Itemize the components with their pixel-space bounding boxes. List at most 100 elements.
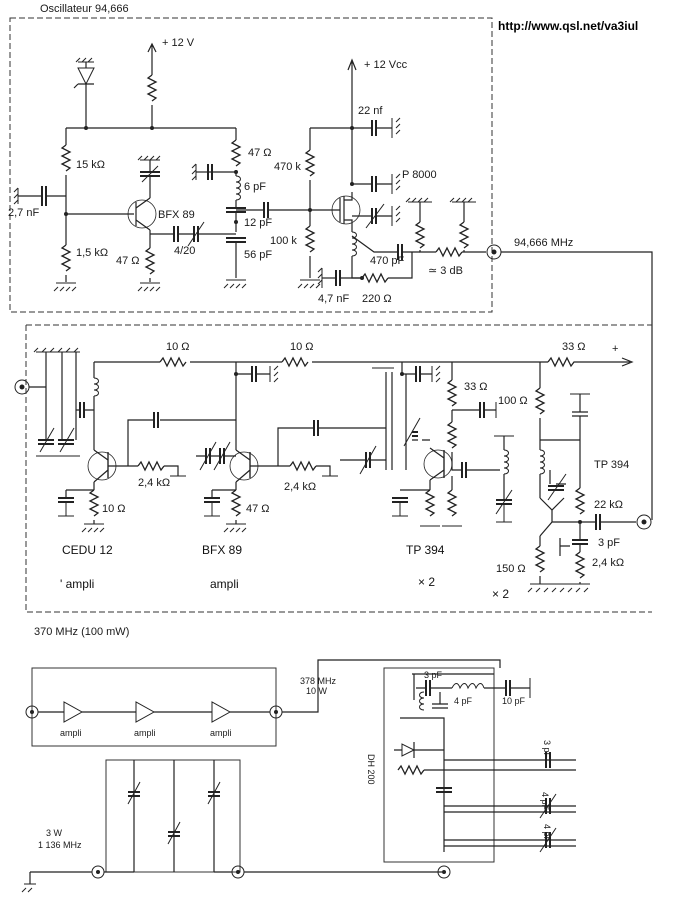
stage2-transistor-label: BFX 89 bbox=[202, 543, 242, 557]
attenuator-shunt-right bbox=[458, 221, 470, 249]
resistor-33 bbox=[446, 379, 458, 407]
resistor-stage3-emitter bbox=[424, 489, 436, 517]
stage1-coil-icon bbox=[93, 377, 99, 397]
r33-top-label: 33 Ω bbox=[562, 341, 586, 353]
resistor-100k bbox=[304, 225, 316, 253]
tripler-output-connector-icon bbox=[437, 865, 451, 879]
amplifier-chain-box bbox=[31, 667, 277, 747]
resistor-150 bbox=[534, 545, 546, 573]
c12p-label: 12 pF bbox=[244, 217, 272, 229]
amplifier-section: ampli ampli ampli 378 MHz 10 W bbox=[25, 659, 501, 747]
fet-p8000-label: P 8000 bbox=[402, 169, 437, 181]
zener-diode-icon bbox=[77, 67, 95, 86]
c22n-label: 22 nf bbox=[358, 105, 383, 117]
attenuator-shunt-left bbox=[414, 221, 426, 249]
tripler-section: 3 pF 10 pF 4 pF DH 200 3 pF 4 pF 4 pF bbox=[366, 667, 576, 879]
r10a-label: 10 Ω bbox=[166, 341, 190, 353]
c470p-label: 470 pF bbox=[370, 255, 405, 267]
r47e-label: 47 Ω bbox=[246, 503, 270, 515]
cavity-box bbox=[105, 759, 241, 873]
input-1136-label: 1 136 MHz bbox=[38, 840, 82, 850]
resistor-top bbox=[146, 74, 158, 102]
multiplier-boundary bbox=[25, 324, 652, 613]
oscillator-section: + 12 V 15 kΩ 2,7 nF 1,5 kΩ B bbox=[8, 17, 502, 313]
resistor-10-a bbox=[159, 356, 187, 368]
transistor-bfx89-icon bbox=[127, 199, 157, 229]
tripler-bias-resistor bbox=[397, 764, 425, 776]
resistor-2-4k-right bbox=[574, 551, 586, 579]
c56p-label: 56 pF bbox=[244, 249, 272, 261]
resistor-47-top bbox=[230, 139, 242, 167]
fet-p8000-icon bbox=[331, 195, 361, 225]
amp1-label: ampli bbox=[60, 728, 82, 738]
c10p-label: 10 pF bbox=[502, 696, 526, 706]
resistor-10-b bbox=[281, 356, 309, 368]
resistor-33-top bbox=[547, 356, 582, 368]
stage3-transistor-label: TP 394 bbox=[406, 543, 445, 557]
tripler-coil-2-icon bbox=[451, 683, 485, 690]
stage3-tank-coil-icon bbox=[503, 449, 509, 475]
stage4-multiplier-label: × 2 bbox=[492, 587, 509, 601]
transistor-bfx89-label: BFX 89 bbox=[158, 209, 195, 221]
fet-coil-icon bbox=[351, 231, 357, 257]
c4p-label: 4 pF bbox=[454, 696, 473, 706]
c4-7n-label: 4,7 nF bbox=[318, 293, 349, 305]
oscillator-boundary bbox=[9, 17, 493, 313]
stage1-role-label: ' ampli bbox=[60, 577, 94, 591]
amplifier-1-icon bbox=[63, 701, 84, 723]
r150-label: 150 Ω bbox=[496, 563, 526, 575]
c2-7n-label: 2,7 nF bbox=[8, 207, 39, 219]
r2-4k-a-label: 2,4 kΩ bbox=[138, 477, 170, 489]
link-osc-to-multiplier bbox=[501, 251, 653, 520]
r2-4k-right-label: 2,4 kΩ bbox=[592, 557, 624, 569]
attenuator-series bbox=[435, 246, 463, 258]
resistor-220 bbox=[361, 272, 389, 284]
resistor-10-emitter bbox=[88, 489, 100, 517]
r100-label: 100 Ω bbox=[498, 395, 528, 407]
section-370mhz-label: 370 MHz (100 mW) bbox=[34, 626, 129, 638]
resistor-1-5k bbox=[60, 244, 72, 272]
c3p-top-label: 3 pF bbox=[424, 670, 443, 680]
pwr-10w-label: 10 W bbox=[306, 686, 328, 696]
r15k-label: 15 kΩ bbox=[76, 159, 105, 171]
amplifier-3-icon bbox=[211, 701, 232, 723]
tripler-coil-1-icon bbox=[419, 691, 425, 711]
r220-label: 220 Ω bbox=[362, 293, 392, 305]
amplifier-2-icon bbox=[135, 701, 156, 723]
c4p-r2-label: 4 pF bbox=[542, 824, 552, 843]
resistor-stage3-bottom bbox=[446, 489, 458, 517]
stage2-role-label: ampli bbox=[210, 577, 239, 591]
resistor-470k bbox=[304, 149, 316, 177]
cavity-section: 3 W 1 136 MHz bbox=[21, 759, 442, 893]
r10b-label: 10 Ω bbox=[290, 341, 314, 353]
r100k-label: 100 k bbox=[270, 235, 297, 247]
stage1-transistor-label: CEDU 12 bbox=[62, 543, 113, 557]
rail-plus-label: + bbox=[612, 343, 618, 355]
r10e-label: 10 Ω bbox=[102, 503, 126, 515]
c4p-r1-label: 4 pF bbox=[540, 792, 550, 811]
r1-5k-label: 1,5 kΩ bbox=[76, 247, 108, 259]
c6p-label: 6 pF bbox=[244, 181, 266, 193]
multiplier-section: 10 Ω 10 Ω 33 Ω + 10 Ω 2,4 kΩ bbox=[14, 324, 652, 613]
resistor-2-4k-a bbox=[137, 460, 165, 472]
r47-label: 47 Ω bbox=[116, 255, 140, 267]
amp3-label: ampli bbox=[210, 728, 232, 738]
r22k-label: 22 kΩ bbox=[594, 499, 623, 511]
osc-output-freq-label: 94,666 MHz bbox=[514, 237, 573, 249]
mult-output-connector-icon bbox=[636, 514, 652, 530]
r47-top-label: 47 Ω bbox=[248, 147, 272, 159]
attenuator-label: ≃ 3 dB bbox=[428, 265, 463, 277]
tripler-box bbox=[383, 667, 495, 863]
coil-icon bbox=[235, 175, 241, 201]
r2-4k-b-label: 2,4 kΩ bbox=[284, 481, 316, 493]
resistor-22k bbox=[574, 487, 586, 515]
trim-4-20-label: 4/20 bbox=[174, 245, 195, 257]
supply-12v-label: + 12 V bbox=[162, 37, 195, 49]
stage4-coil-icon bbox=[539, 449, 545, 475]
amp2-label: ampli bbox=[134, 728, 156, 738]
source-url: http://www.qsl.net/va3iul bbox=[498, 19, 638, 33]
input-3w-label: 3 W bbox=[46, 828, 63, 838]
r33-label: 33 Ω bbox=[464, 381, 488, 393]
stage3-multiplier-label: × 2 bbox=[418, 575, 435, 589]
